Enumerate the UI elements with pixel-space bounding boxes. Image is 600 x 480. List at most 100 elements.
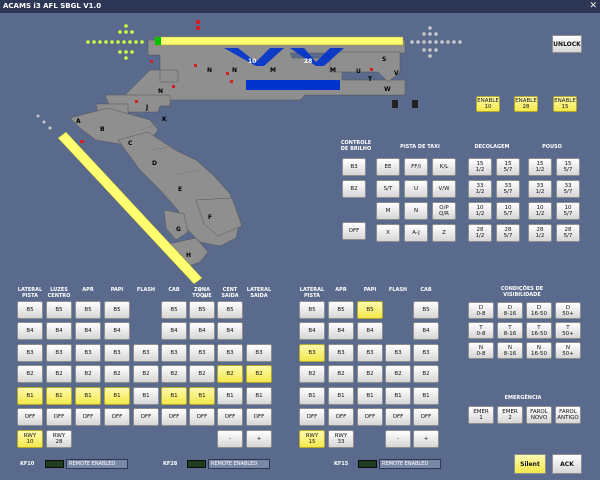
group1-button[interactable]: B3 xyxy=(104,344,130,362)
taxi-button[interactable]: O/P Q/R xyxy=(432,202,456,220)
emergency-button[interactable]: FAROL ANTIGO xyxy=(555,406,581,424)
pouso-button[interactable]: 10 1/2 xyxy=(528,202,552,220)
visibility-button[interactable]: N 8-16 xyxy=(497,342,523,359)
controle-b2-button[interactable]: B2 xyxy=(342,180,366,198)
visibility-button[interactable]: T 16-50 xyxy=(526,322,552,339)
rwy-28-button[interactable]: RWY 28 xyxy=(46,430,72,448)
group1-button[interactable]: B1 xyxy=(189,387,215,405)
close-icon[interactable]: ✕ xyxy=(589,1,597,11)
group1-button[interactable]: OFF xyxy=(17,408,43,426)
pouso-button[interactable]: 28 1/2 xyxy=(528,224,552,242)
group2-button[interactable]: B4 xyxy=(357,322,383,340)
group1-button[interactable]: OFF xyxy=(133,408,159,426)
group1-button[interactable]: B1 xyxy=(161,387,187,405)
group1-button[interactable]: B1 xyxy=(104,387,130,405)
decolagem-button[interactable]: 33 1/2 xyxy=(468,180,492,198)
group1-button[interactable]: B2 xyxy=(189,365,215,383)
unlock-button[interactable]: UNLOCK xyxy=(552,35,582,53)
visibility-button[interactable]: T 8-16 xyxy=(497,322,523,339)
pouso-button[interactable]: 15 1/2 xyxy=(528,158,552,176)
group2-button[interactable]: B2 xyxy=(328,365,354,383)
group1-button[interactable]: B1 xyxy=(17,387,43,405)
ack-button[interactable]: ACK xyxy=(552,454,582,474)
group1-button[interactable]: OFF xyxy=(189,408,215,426)
group1-button[interactable]: B2 xyxy=(246,365,272,383)
group1-button[interactable]: OFF xyxy=(246,408,272,426)
enable-10-button[interactable]: ENABLE 10 xyxy=(476,96,500,112)
visibility-button[interactable]: T 50+ xyxy=(555,322,581,339)
group1-button[interactable]: B4 xyxy=(17,322,43,340)
visibility-button[interactable]: N 16-50 xyxy=(526,342,552,359)
group1-button[interactable]: B3 xyxy=(133,344,159,362)
group2-minus-button[interactable]: - xyxy=(385,430,411,448)
group1-button[interactable]: B5 xyxy=(17,301,43,319)
visibility-button[interactable]: D 50+ xyxy=(555,302,581,319)
group2-button[interactable]: B1 xyxy=(385,387,411,405)
group1-minus-button[interactable]: - xyxy=(217,430,243,448)
group1-button[interactable]: B4 xyxy=(75,322,101,340)
visibility-button[interactable]: D 16-50 xyxy=(526,302,552,319)
group1-button[interactable]: B3 xyxy=(217,344,243,362)
group1-button[interactable]: OFF xyxy=(75,408,101,426)
group1-button[interactable]: B1 xyxy=(217,387,243,405)
decolagem-button[interactable]: 10 5/7 xyxy=(496,202,520,220)
group2-button[interactable]: B4 xyxy=(413,322,439,340)
group2-button[interactable]: OFF xyxy=(385,408,411,426)
group1-button[interactable]: B3 xyxy=(161,344,187,362)
group2-button[interactable]: B5 xyxy=(328,301,354,319)
group1-button[interactable]: B1 xyxy=(75,387,101,405)
taxi-button[interactable]: N xyxy=(404,202,428,220)
group2-button[interactable]: B5 xyxy=(357,301,383,319)
group1-button[interactable]: OFF xyxy=(217,408,243,426)
group1-button[interactable]: B2 xyxy=(133,365,159,383)
visibility-button[interactable]: D 8-16 xyxy=(497,302,523,319)
group1-button[interactable]: B2 xyxy=(46,365,72,383)
controle-off-button[interactable]: OFF xyxy=(342,222,366,240)
group1-button[interactable]: B4 xyxy=(161,322,187,340)
group2-button[interactable]: B3 xyxy=(385,344,411,362)
group2-button[interactable]: B1 xyxy=(357,387,383,405)
enable-15-button[interactable]: ENABLE 15 xyxy=(553,96,577,112)
controle-b3-button[interactable]: B3 xyxy=(342,158,366,176)
group1-button[interactable]: B2 xyxy=(217,365,243,383)
group1-button[interactable]: B5 xyxy=(46,301,72,319)
group2-button[interactable]: B3 xyxy=(328,344,354,362)
group1-button[interactable]: B4 xyxy=(104,322,130,340)
group2-button[interactable]: B4 xyxy=(328,322,354,340)
group1-button[interactable]: B5 xyxy=(161,301,187,319)
group2-button[interactable]: B2 xyxy=(299,365,325,383)
group2-button[interactable]: B2 xyxy=(385,365,411,383)
pouso-button[interactable]: 33 5/7 xyxy=(556,180,580,198)
group1-button[interactable]: B1 xyxy=(46,387,72,405)
pouso-button[interactable]: 15 5/7 xyxy=(556,158,580,176)
taxi-button[interactable]: U xyxy=(404,180,428,198)
pouso-button[interactable]: 28 5/7 xyxy=(556,224,580,242)
decolagem-button[interactable]: 10 1/2 xyxy=(468,202,492,220)
group2-button[interactable]: OFF xyxy=(357,408,383,426)
group1-button[interactable]: B5 xyxy=(104,301,130,319)
group2-button[interactable]: B1 xyxy=(413,387,439,405)
group1-plus-button[interactable]: + xyxy=(246,430,272,448)
group1-button[interactable]: OFF xyxy=(104,408,130,426)
group1-button[interactable]: B4 xyxy=(217,322,243,340)
decolagem-button[interactable]: 33 5/7 xyxy=(496,180,520,198)
emergency-button[interactable]: FAROL NOVO xyxy=(526,406,552,424)
visibility-button[interactable]: N 0-8 xyxy=(468,342,494,359)
pouso-button[interactable]: 10 5/7 xyxy=(556,202,580,220)
taxi-button[interactable]: EE xyxy=(376,158,400,176)
group2-button[interactable]: B1 xyxy=(299,387,325,405)
group1-button[interactable]: OFF xyxy=(161,408,187,426)
group2-button[interactable]: B3 xyxy=(357,344,383,362)
group1-button[interactable]: OFF xyxy=(46,408,72,426)
rwy-10-button[interactable]: RWY 10 xyxy=(17,430,43,448)
group1-button[interactable]: B5 xyxy=(217,301,243,319)
group2-button[interactable]: B4 xyxy=(299,322,325,340)
taxi-button[interactable]: K/L xyxy=(432,158,456,176)
group2-button[interactable]: OFF xyxy=(413,408,439,426)
group1-button[interactable]: B2 xyxy=(17,365,43,383)
visibility-button[interactable]: T 0-8 xyxy=(468,322,494,339)
taxi-button[interactable]: Z xyxy=(432,224,456,242)
group1-button[interactable]: B5 xyxy=(189,301,215,319)
group1-button[interactable]: B3 xyxy=(246,344,272,362)
group2-button[interactable]: B5 xyxy=(299,301,325,319)
